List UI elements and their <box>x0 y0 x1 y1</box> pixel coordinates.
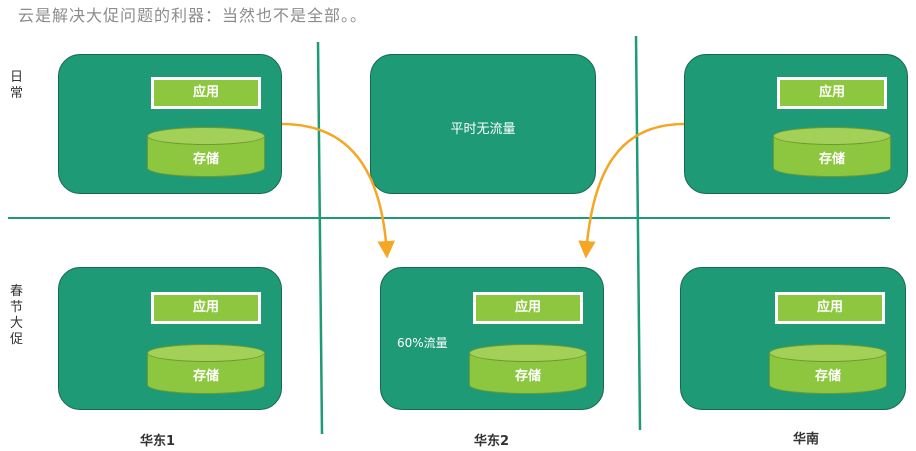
arrow-south-to-east2 <box>578 122 685 259</box>
storage-label: 存储 <box>192 152 219 167</box>
no-traffic-text: 平时无流量 <box>450 122 516 137</box>
vertical-divider-left <box>316 41 324 435</box>
app-block: 应用 <box>775 292 885 324</box>
app-block: 应用 <box>473 292 583 324</box>
row-label-promo: 春节大促 <box>10 284 24 347</box>
app-block: 应用 <box>151 292 261 324</box>
arrow-east1-to-east2 <box>281 122 395 259</box>
column-label-south: 华南 <box>793 432 820 447</box>
column-label-east1: 华东1 <box>140 434 176 449</box>
storage-cylinder: 存储 <box>469 344 587 394</box>
storage-label: 存储 <box>814 369 841 384</box>
storage-cylinder: 存储 <box>147 344 265 394</box>
app-block: 应用 <box>777 77 887 109</box>
storage-label: 存储 <box>818 152 845 167</box>
storage-label: 存储 <box>192 369 219 384</box>
storage-cylinder: 存储 <box>773 127 891 177</box>
traffic-share-text: 60%流量 <box>397 336 448 350</box>
region-box-daily-south: 应用 存储 <box>684 54 908 194</box>
region-box-promo-east1: 应用 存储 <box>58 267 282 410</box>
storage-cylinder: 存储 <box>769 344 887 394</box>
diagram-title: 云是解决大促问题的利器：当然也不是全部。。 <box>18 6 368 25</box>
storage-cylinder: 存储 <box>147 127 265 177</box>
row-label-daily: 日常 <box>10 70 24 101</box>
vertical-divider-right <box>634 35 642 431</box>
region-box-daily-east1: 应用 存储 <box>58 54 282 194</box>
region-box-promo-east2: 应用 60%流量 存储 <box>380 267 604 410</box>
storage-label: 存储 <box>514 369 541 384</box>
app-block: 应用 <box>151 77 261 109</box>
column-label-east2: 华东2 <box>474 434 510 449</box>
region-box-promo-south: 应用 存储 <box>680 267 906 410</box>
region-box-daily-east2: 平时无流量 <box>370 54 596 194</box>
